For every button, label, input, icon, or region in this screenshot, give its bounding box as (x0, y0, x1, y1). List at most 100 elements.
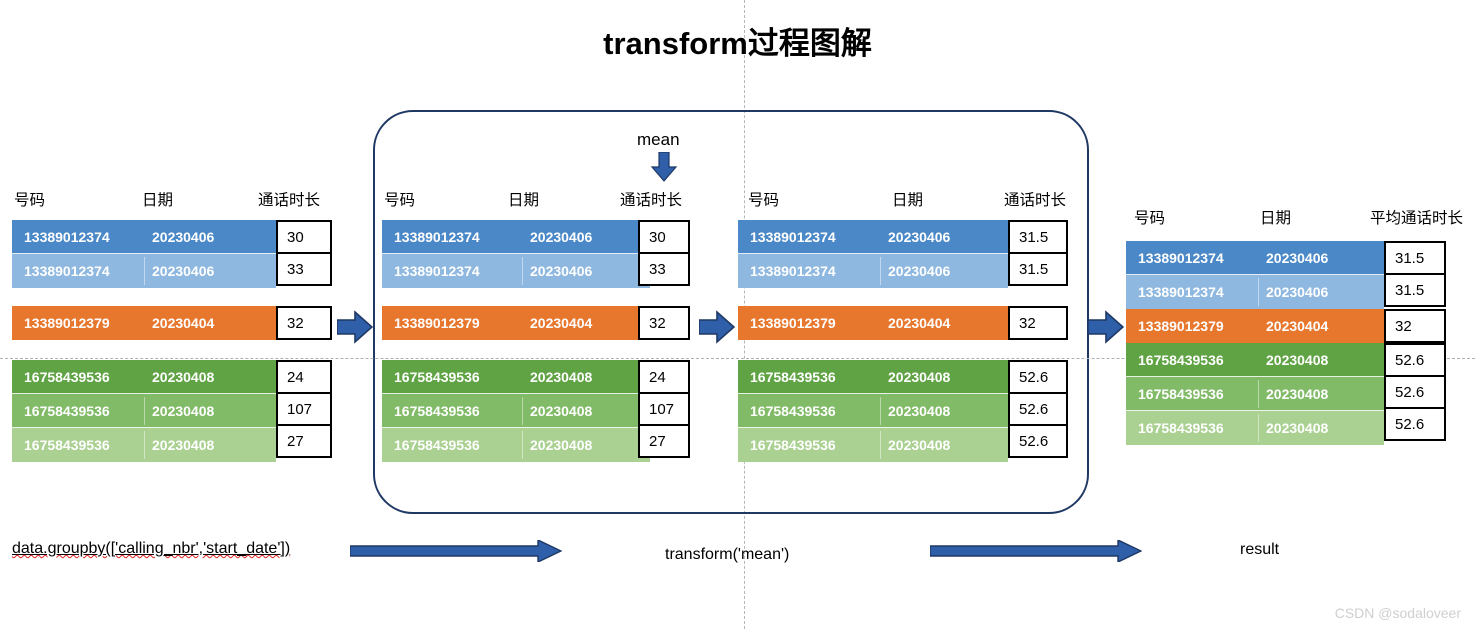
duration-box-group: 32 (1384, 309, 1446, 343)
cell-number: 13389012379 (750, 315, 836, 331)
cell-number: 13389012374 (750, 229, 836, 245)
flow-arrow-2-icon (698, 310, 736, 349)
cell-number: 13389012374 (394, 229, 480, 245)
cell-date: 20230406 (530, 263, 593, 279)
row-group-blue: 13389012374 20230406 13389012374 20230406 (738, 220, 1008, 288)
cell-date: 20230404 (1266, 318, 1329, 334)
column-divider (1258, 414, 1259, 442)
cell-duration: 31.5 (1384, 241, 1446, 275)
cell-date: 20230408 (888, 437, 951, 453)
caption-groupby: data.groupby(['calling_nbr','start_date'… (12, 540, 290, 558)
cell-date: 20230406 (888, 263, 951, 279)
cell-duration: 107 (638, 392, 690, 426)
row-divider (12, 393, 276, 394)
duration-box-group: 32 (276, 306, 332, 340)
cell-date: 20230406 (152, 229, 215, 245)
column-divider (1258, 278, 1259, 306)
cell-duration: 31.5 (1008, 252, 1068, 286)
cell-number: 13389012374 (1138, 250, 1224, 266)
row-divider (382, 253, 650, 254)
column-header-date: 日期 (892, 192, 924, 209)
cell-number: 16758439536 (394, 403, 480, 419)
cell-number: 13389012374 (1138, 284, 1224, 300)
row-divider (12, 427, 276, 428)
cell-number: 13389012379 (394, 315, 480, 331)
cell-duration: 52.6 (1384, 343, 1446, 377)
table-row: 13389012374 20230406 (382, 254, 650, 288)
column-header-number: 号码 (14, 192, 46, 209)
transition-arrow-1-icon (349, 538, 563, 567)
cell-duration: 27 (276, 424, 332, 458)
cell-number: 13389012379 (1138, 318, 1224, 334)
column-header-number: 号码 (748, 192, 780, 209)
cell-date: 20230408 (530, 403, 593, 419)
cell-duration: 32 (1384, 309, 1446, 343)
cell-date: 20230408 (530, 437, 593, 453)
table-row: 16758439536 20230408 (382, 394, 650, 428)
table-row: 13389012374 20230406 (1126, 241, 1384, 275)
cell-duration: 30 (638, 220, 690, 254)
row-divider (1126, 410, 1384, 411)
cell-date: 20230406 (1266, 250, 1329, 266)
cell-duration: 52.6 (1008, 424, 1068, 458)
cell-number: 13389012374 (394, 263, 480, 279)
cell-number: 16758439536 (1138, 420, 1224, 436)
cell-duration: 33 (276, 252, 332, 286)
cell-number: 16758439536 (1138, 352, 1224, 368)
cell-number: 13389012374 (24, 263, 110, 279)
cell-number: 16758439536 (24, 437, 110, 453)
column-header-date: 日期 (142, 192, 174, 209)
cell-number: 13389012374 (750, 263, 836, 279)
column-divider (522, 257, 523, 285)
flow-arrow-1-icon (336, 310, 374, 349)
watermark: CSDN @sodaloveer (1334, 605, 1461, 621)
column-divider (144, 257, 145, 285)
column-header-date: 日期 (508, 192, 540, 209)
column-header-number: 号码 (384, 192, 416, 209)
cell-duration: 32 (1008, 306, 1068, 340)
cell-duration: 31.5 (1008, 220, 1068, 254)
cell-duration: 52.6 (1008, 392, 1068, 426)
table-row: 16758439536 20230408 (1126, 343, 1384, 377)
cell-duration: 107 (276, 392, 332, 426)
row-divider (382, 427, 650, 428)
column-header-duration: 平均通话时长 (1370, 210, 1464, 227)
caption-result: result (1240, 541, 1280, 558)
cell-date: 20230408 (888, 403, 951, 419)
column-divider (1258, 380, 1259, 408)
cell-date: 20230408 (1266, 352, 1329, 368)
cell-number: 16758439536 (24, 369, 110, 385)
cell-date: 20230406 (888, 229, 951, 245)
cell-date: 20230408 (1266, 386, 1329, 402)
cell-date: 20230406 (1266, 284, 1329, 300)
cell-date: 20230408 (530, 369, 593, 385)
column-divider (144, 397, 145, 425)
cell-number: 13389012379 (24, 315, 110, 331)
row-group-orange: 13389012379 20230404 (1126, 309, 1384, 343)
cell-number: 16758439536 (394, 437, 480, 453)
column-header-duration: 通话时长 (1004, 192, 1067, 209)
column-divider (522, 431, 523, 459)
column-divider (522, 397, 523, 425)
groupby-container-outline (373, 110, 1089, 514)
transition-arrow-2-icon (929, 538, 1143, 567)
horizontal-guide-line (0, 358, 1475, 359)
